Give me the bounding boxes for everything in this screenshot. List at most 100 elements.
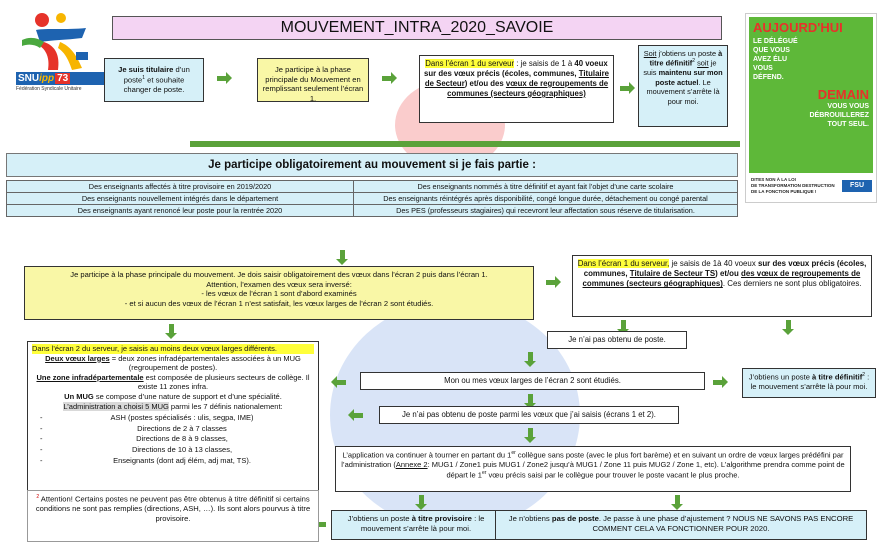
logo-figure-icon bbox=[22, 13, 88, 70]
text-bold: sur des vœux précis (écoles, communes, bbox=[583, 259, 867, 279]
box-phase-principale: Je participe à la phase principale du Mo… bbox=[257, 58, 369, 102]
poster-l2: LE DÉLÉGUÉ bbox=[753, 38, 798, 45]
text-bold: à titre définitif bbox=[649, 49, 723, 68]
text: Mon ou mes vœux larges de l’écran 2 sont… bbox=[444, 376, 621, 385]
table-cell: Des PES (professeurs stagiaires) qui rec… bbox=[353, 204, 738, 218]
text-underline: Titulaire de Secteur TS bbox=[629, 269, 716, 279]
poster-l9: DÉBROUILLEREZ bbox=[809, 112, 870, 119]
text-bold: maintenu sur mon poste actuel bbox=[655, 68, 723, 87]
box-phase-obligatoire: Je participe à la phase principale du mo… bbox=[24, 266, 534, 320]
poster-f3: DE LA FONCTION PUBLIQUE ! bbox=[751, 189, 817, 194]
list-item: Enseignants (dont adj élém, adj mat, TS)… bbox=[40, 456, 314, 466]
list-item: ASH (postes spécialisés : ulis, segpa, I… bbox=[40, 413, 314, 423]
oblig-table: Des enseignants affectés à titre proviso… bbox=[6, 179, 738, 218]
poster-l10: TOUT SEUL. bbox=[827, 121, 869, 128]
arrow-left-icon bbox=[330, 376, 346, 389]
text: L’application va continuer à tourner en … bbox=[342, 450, 512, 460]
text: J’obtiens un poste bbox=[347, 514, 412, 523]
text: je saisis de 1à 40 voeux bbox=[669, 259, 758, 268]
text: : le mouvement s’arrête là pour moi. bbox=[750, 372, 870, 392]
table-row: Des enseignants ayant renoncé leur poste… bbox=[6, 204, 738, 218]
box-ajustement: Je n’obtiens pas de poste. Je passe à un… bbox=[495, 510, 867, 540]
text-underline: des vœux de regroupements de communes (s… bbox=[582, 269, 861, 289]
box-ecran1: Dans l’écran 1 du serveur : je saisis de… bbox=[419, 55, 614, 123]
arrow-down-icon bbox=[782, 320, 795, 336]
text-bold: ) et/ou bbox=[715, 269, 742, 279]
text: Je n’ai pas obtenu de poste. bbox=[568, 335, 666, 344]
text: = deux zones infradépartementales associ… bbox=[109, 353, 301, 373]
divider-bar bbox=[190, 141, 740, 147]
text: j’obtiens un poste bbox=[656, 49, 719, 58]
mug-list: ASH (postes spécialisés : ulis, segpa, I… bbox=[40, 413, 314, 465]
poster-l5: VOUS bbox=[753, 65, 773, 72]
arrow-down-icon bbox=[671, 495, 684, 511]
highlight-text: L’administration a choisi 5 MUG bbox=[63, 401, 169, 411]
poster-l8: VOUS VOUS bbox=[827, 103, 869, 110]
text-bold: Je suis titulaire bbox=[118, 65, 174, 74]
text: Je n’obtiens bbox=[508, 514, 552, 523]
arrow-down-icon bbox=[524, 352, 537, 368]
text: . Ces derniers ne sont plus obligatoires… bbox=[722, 279, 862, 289]
arrow-right-icon bbox=[382, 72, 398, 85]
footnote-mark: 2 bbox=[692, 58, 696, 65]
table-row: Des enseignants nouvellement intégrés da… bbox=[6, 192, 738, 206]
logo-subtitle: Fédération Syndicale Unitaire bbox=[16, 86, 82, 92]
list-item: Directions de 2 à 7 classes bbox=[40, 424, 314, 434]
text: et souhaite changer de poste. bbox=[123, 75, 185, 94]
box-titre-provisoire: J’obtiens un poste à titre provisoire : … bbox=[331, 510, 501, 540]
poster-f2: DE TRANSFORMATION DESTRUCTION bbox=[751, 183, 835, 188]
table-row: Des enseignants affectés à titre proviso… bbox=[6, 179, 738, 194]
text-bold: pas de poste bbox=[551, 514, 599, 523]
text: - les vœux de l’écran 1 sont d’abord exa… bbox=[201, 289, 357, 299]
arrow-right-icon bbox=[620, 82, 636, 95]
text-bold: à titre définitif bbox=[812, 372, 863, 382]
table-cell: Des enseignants nouvellement intégrés da… bbox=[6, 192, 354, 206]
footnote-box: 2 Attention! Certains postes ne peuvent … bbox=[27, 490, 319, 542]
text-underline: Annexe 2 bbox=[395, 460, 428, 470]
text-underline: Soit bbox=[643, 49, 657, 58]
highlight-text: Dans l’écran 1 du serveur, bbox=[577, 259, 670, 268]
text: . Le mouvement s’arrête là pour moi. bbox=[646, 77, 720, 106]
superscript: er bbox=[481, 469, 487, 476]
text: : je saisis de 1 à bbox=[514, 59, 575, 68]
poster-l4: AVEZ ÉLU bbox=[753, 56, 788, 63]
poster-f1: DITES NON À LA LOI bbox=[751, 177, 796, 182]
list-item: Directions de 8 à 9 classes, bbox=[40, 434, 314, 444]
poster-l6: DÉFEND. bbox=[753, 74, 784, 81]
arrow-right-icon bbox=[713, 376, 729, 389]
footnote-text: Attention! Certains postes ne peuvent pa… bbox=[35, 494, 311, 523]
poster: AUJOURD'HUI LE DÉLÉGUÉ QUE VOUS AVEZ ÉLU… bbox=[745, 13, 877, 203]
arrow-left-icon bbox=[347, 409, 363, 422]
highlight-text: Dans l’écran 1 du serveur bbox=[425, 59, 515, 68]
text: Je participe à la phase principale du Mo… bbox=[262, 65, 364, 102]
box-pas-obtenu: Je n’ai pas obtenu de poste. bbox=[547, 331, 687, 349]
text-underline: soit bbox=[697, 58, 709, 68]
text: Je n’ai pas obtenu de poste parmi les vœ… bbox=[402, 410, 656, 419]
text-underline: Une zone infradépartementale bbox=[36, 372, 144, 382]
page-title: MOUVEMENT_INTRA_2020_SAVOIE bbox=[112, 16, 722, 40]
text: collègue sans poste (avec le plus fort b… bbox=[341, 450, 844, 470]
text-bold: Un MUG bbox=[64, 391, 94, 401]
box-pas-obtenu-saisis: Je n’ai pas obtenu de poste parmi les vœ… bbox=[379, 406, 679, 424]
text: : le mouvement s’arrête là pour moi. bbox=[360, 514, 485, 533]
box-ecran2: Dans l’écran 2 du serveur, je saisis au … bbox=[27, 341, 319, 513]
text: parmi les 7 définis nationalement: bbox=[168, 401, 283, 411]
arrow-down-icon bbox=[336, 250, 349, 266]
text: je suis bbox=[643, 58, 717, 78]
text-bold: à titre provisoire bbox=[411, 514, 472, 523]
list-item: Directions de 10 à 13 classes, bbox=[40, 445, 314, 455]
text: se compose d’une nature de support et d’… bbox=[93, 391, 282, 401]
text: J’obtiens un poste bbox=[748, 372, 813, 382]
box-ecran1-serveur: Dans l’écran 1 du serveur, je saisis de … bbox=[572, 255, 872, 317]
footnote-mark: 1 bbox=[142, 74, 146, 81]
oblig-header: Je participe obligatoirement au mouvemen… bbox=[6, 153, 738, 177]
arrow-down-icon bbox=[165, 324, 178, 340]
box-titulaire: Je suis titulaire d’un poste1 et souhait… bbox=[104, 58, 204, 102]
text-bold: 40 voeux sur des vœux précis (écoles, co… bbox=[424, 59, 608, 78]
poster-l7: DEMAIN bbox=[817, 87, 869, 102]
text: . Je passe à une phase d’ajustement ? NO… bbox=[592, 514, 854, 533]
text: - et si aucun des vœux de l’écran 1 n’es… bbox=[124, 299, 434, 309]
arrow-down-icon bbox=[415, 495, 428, 511]
box-obtention-poste: Soit j’obtiens un poste à titre définiti… bbox=[638, 45, 728, 127]
text: Attention, l’examen des vœux sera invers… bbox=[206, 279, 352, 289]
